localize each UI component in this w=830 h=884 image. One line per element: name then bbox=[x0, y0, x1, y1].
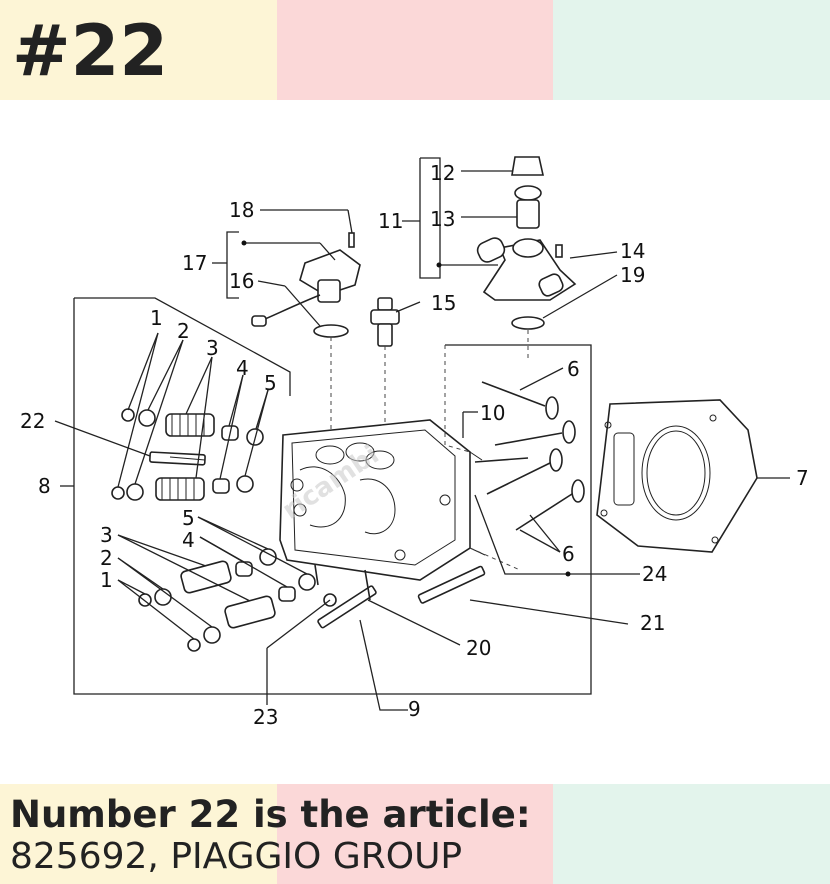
callout-9: 9 bbox=[408, 697, 421, 721]
top-color-band bbox=[0, 0, 830, 100]
cylinder-head-block bbox=[279, 419, 486, 581]
band-yellow-bottom bbox=[0, 784, 277, 884]
callout-11: 11 bbox=[378, 209, 403, 233]
callout-16: 16 bbox=[229, 269, 254, 293]
callout-3-lower: 3 bbox=[100, 523, 113, 547]
article-number-and-maker: 825692, PIAGGIO GROUP bbox=[10, 836, 463, 877]
callout-12: 12 bbox=[430, 161, 455, 185]
thermostat-housing bbox=[476, 156, 577, 330]
page-title: #22 bbox=[12, 10, 169, 92]
assembly-frame-body bbox=[73, 298, 592, 695]
band-mint-bottom bbox=[553, 784, 830, 884]
callout-1: 1 bbox=[150, 306, 163, 330]
callout-22: 22 bbox=[20, 409, 45, 433]
callout-14: 14 bbox=[620, 239, 645, 263]
band-pink bbox=[277, 0, 553, 100]
callout-4: 4 bbox=[236, 356, 249, 380]
article-caption-title: Number 22 is the article: bbox=[10, 793, 531, 836]
leader-dots bbox=[241, 240, 571, 577]
callout-2-lower: 2 bbox=[100, 546, 113, 570]
callout-23: 23 bbox=[253, 705, 278, 729]
callout-6-lower: 6 bbox=[562, 542, 575, 566]
head-gasket bbox=[596, 399, 758, 553]
callout-13: 13 bbox=[430, 207, 455, 231]
callout-2: 2 bbox=[177, 319, 190, 343]
callout-3: 3 bbox=[206, 336, 219, 360]
callout-10: 10 bbox=[480, 401, 505, 425]
callout-1-lower: 1 bbox=[100, 568, 113, 592]
temperature-sensor bbox=[370, 297, 400, 347]
bolts-and-studs bbox=[149, 451, 529, 629]
small-parts bbox=[111, 408, 337, 652]
callout-5: 5 bbox=[264, 371, 277, 395]
callout-21: 21 bbox=[640, 611, 665, 635]
temperature-switch bbox=[251, 232, 361, 338]
band-pink-bottom bbox=[277, 784, 553, 884]
callout-15: 15 bbox=[431, 291, 456, 315]
cylinder-head-exploded-diagram: ricambi 12 13 11 14 19 18 17 16 15 1 2 3… bbox=[20, 156, 809, 729]
valves bbox=[481, 381, 585, 531]
valve-springs bbox=[155, 413, 276, 629]
callout-19: 19 bbox=[620, 263, 645, 287]
callout-8: 8 bbox=[38, 474, 51, 498]
band-yellow bbox=[0, 0, 277, 100]
callout-4-lower: 4 bbox=[182, 528, 195, 552]
callout-18: 18 bbox=[229, 198, 254, 222]
callout-17: 17 bbox=[182, 251, 207, 275]
callout-6: 6 bbox=[567, 357, 580, 381]
callout-5-lower: 5 bbox=[182, 506, 195, 530]
assembly-guide-lines bbox=[330, 330, 529, 571]
callout-20: 20 bbox=[466, 636, 491, 660]
callout-24: 24 bbox=[642, 562, 667, 586]
callout-7: 7 bbox=[796, 466, 809, 490]
bottom-color-band bbox=[0, 784, 830, 884]
callout-leaders bbox=[54, 157, 790, 711]
band-mint bbox=[553, 0, 830, 100]
assembly-frame bbox=[74, 297, 291, 396]
